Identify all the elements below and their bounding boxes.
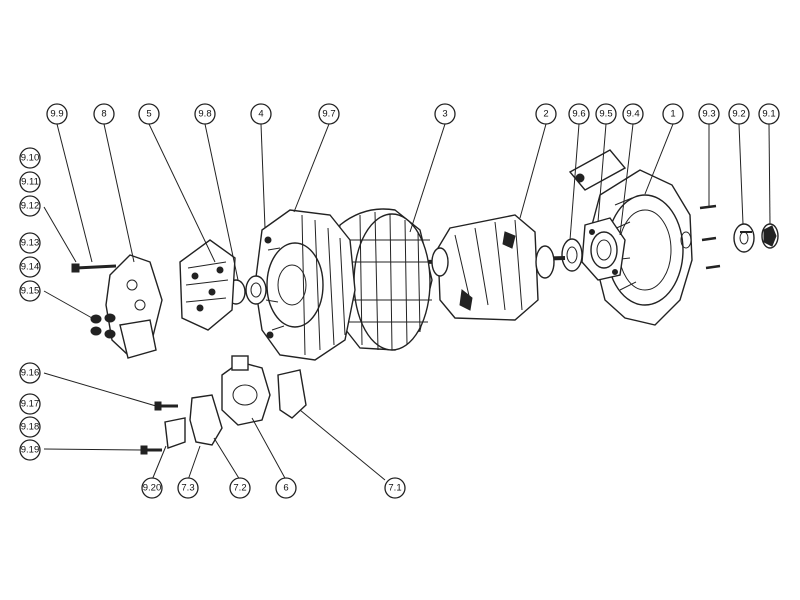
callout-label: 6 — [283, 483, 288, 494]
rotor — [424, 214, 566, 321]
callout-4: 4 — [250, 103, 272, 125]
callout-9-4: 9.4 — [622, 103, 644, 125]
callout-9-14: 9.14 — [19, 256, 41, 278]
callout-label: 9.16 — [21, 368, 40, 379]
callout-5: 5 — [138, 103, 160, 125]
callout-9-18: 9.18 — [19, 416, 41, 438]
bracket — [164, 394, 223, 449]
callout-9-6: 9.6 — [568, 103, 590, 125]
callout-label: 8 — [101, 109, 106, 120]
callout-7-2: 7.2 — [229, 477, 251, 499]
callout-9-8: 9.8 — [194, 103, 216, 125]
slip-ring-end-housing — [254, 209, 356, 361]
callout-label: 9.18 — [21, 422, 40, 433]
callout-label: 4 — [258, 109, 263, 120]
callout-3: 3 — [434, 103, 456, 125]
terminal-nuts — [71, 263, 117, 339]
callout-9-16: 9.16 — [19, 362, 41, 384]
callout-label: 3 — [442, 109, 447, 120]
callout-9-15: 9.15 — [19, 280, 41, 302]
brush-holder — [277, 369, 307, 419]
callout-label: 7.2 — [233, 483, 246, 494]
callout-label: 9.7 — [322, 109, 335, 120]
callout-label: 9.13 — [21, 238, 40, 249]
callout-label: 7.1 — [388, 483, 401, 494]
callout-label: 9.6 — [572, 109, 585, 120]
rear-cover — [105, 254, 163, 359]
callout-label: 9.14 — [21, 262, 40, 273]
callout-9-3: 9.3 — [698, 103, 720, 125]
callout-7-3: 7.3 — [177, 477, 199, 499]
callout-label: 9.20 — [143, 483, 162, 494]
callout-label: 9.1 — [762, 109, 775, 120]
callout-8: 8 — [93, 103, 115, 125]
pulley-nut-washer-bolts — [699, 204, 779, 270]
bearing — [561, 238, 583, 272]
callout-9-7: 9.7 — [318, 103, 340, 125]
callout-9-10: 9.10 — [19, 147, 41, 169]
stator — [329, 208, 433, 351]
callout-9-5: 9.5 — [595, 103, 617, 125]
callout-label: 9.4 — [626, 109, 639, 120]
callout-label: 9.11 — [21, 177, 39, 188]
callout-9-9: 9.9 — [46, 103, 68, 125]
callout-label: 9.5 — [599, 109, 612, 120]
callout-9-17: 9.17 — [19, 393, 41, 415]
callout-label: 9.12 — [21, 201, 40, 212]
leader-lines — [43, 123, 771, 481]
callout-9-13: 9.13 — [19, 232, 41, 254]
callout-label: 9.17 — [21, 399, 40, 410]
callout-label: 9.15 — [21, 286, 40, 297]
callout-2: 2 — [535, 103, 557, 125]
callout-9-12: 9.12 — [19, 195, 41, 217]
callout-label: 2 — [543, 109, 548, 120]
callout-label: 7.3 — [181, 483, 194, 494]
callout-1: 1 — [662, 103, 684, 125]
callout-label: 5 — [146, 109, 151, 120]
callout-6: 6 — [275, 477, 297, 499]
regulator — [221, 355, 271, 426]
callout-9-11: 9.11 — [19, 171, 41, 193]
callout-9-20: 9.20 — [141, 477, 163, 499]
bearing-plate — [581, 217, 626, 281]
callout-9-19: 9.19 — [19, 439, 41, 461]
callout-label: 9.19 — [21, 445, 40, 456]
callout-9-1: 9.1 — [758, 103, 780, 125]
rectifier — [179, 239, 236, 331]
callout-label: 9.3 — [702, 109, 715, 120]
callout-label: 1 — [670, 109, 675, 120]
callout-label: 9.9 — [50, 109, 63, 120]
callout-label: 9.2 — [732, 109, 745, 120]
callout-7-1: 7.1 — [384, 477, 406, 499]
callout-label: 9.8 — [198, 109, 211, 120]
callout-9-2: 9.2 — [728, 103, 750, 125]
callout-label: 9.10 — [21, 153, 40, 164]
